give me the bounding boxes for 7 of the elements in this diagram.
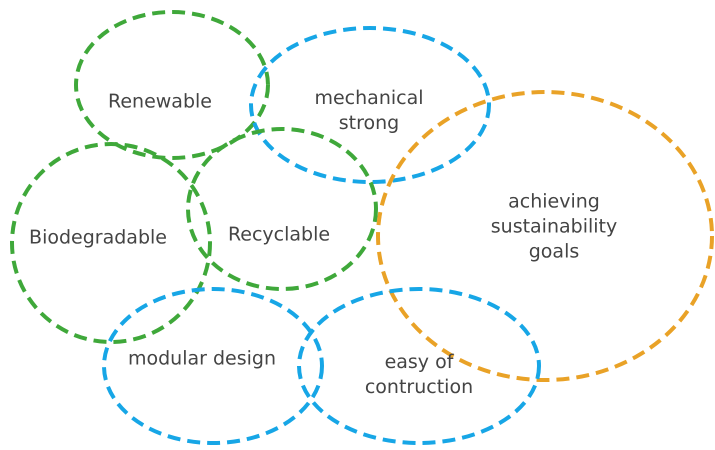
ellipse-label: mechanical strong bbox=[313, 86, 425, 136]
ellipse-label: easy of contruction bbox=[364, 350, 474, 400]
ellipse-label: modular design bbox=[126, 346, 278, 372]
ellipse-label: Biodegradable bbox=[28, 226, 168, 250]
ellipse-label: Recyclable bbox=[226, 222, 332, 248]
ellipse-label: Renewable bbox=[107, 90, 213, 114]
ellipse-label: achieving sustainability goals bbox=[490, 190, 618, 264]
